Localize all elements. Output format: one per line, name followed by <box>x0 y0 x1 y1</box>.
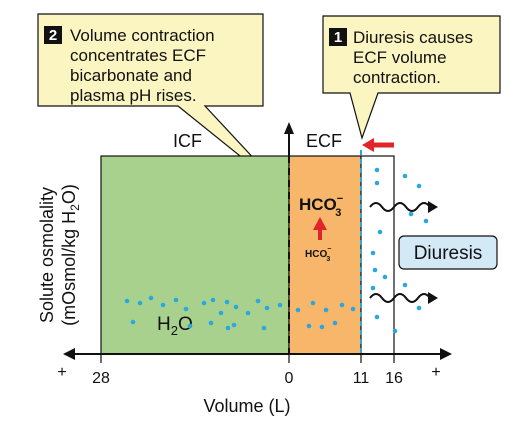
wavy-arrow-upper-head <box>428 201 438 213</box>
x-plus-right: + <box>431 364 440 381</box>
water-label: H2O <box>157 314 193 338</box>
solute-dot <box>374 167 380 173</box>
solute-dot <box>160 302 166 308</box>
solute-dot <box>319 324 325 330</box>
solute-dot <box>332 320 338 326</box>
callout-1: 1 Diuresis causes ECF volume contraction… <box>322 15 501 141</box>
wavy-arrow-lower-head <box>428 292 438 304</box>
callout-1-number: 1 <box>334 29 342 46</box>
lost-volume-region <box>360 155 395 355</box>
solute-dot <box>372 267 378 273</box>
callout-2-badge <box>44 26 62 44</box>
x-axis-right-arrowhead <box>440 348 452 360</box>
callout-1-badge <box>329 28 347 46</box>
icf-label: ICF <box>173 131 202 151</box>
solute-dot <box>231 322 237 328</box>
solute-dot <box>423 218 429 224</box>
solute-dot <box>402 173 408 179</box>
tick-label-0: 0 <box>285 370 294 387</box>
bicarbonate-label-large: HCO−3 <box>299 193 343 219</box>
contraction-arrow-head <box>362 138 374 152</box>
solute-dot <box>261 325 267 331</box>
tick-label-16: 16 <box>385 370 403 387</box>
solute-dot <box>124 298 130 304</box>
callout-1-line-2: ECF volume <box>353 48 447 67</box>
solute-dot <box>416 183 422 189</box>
callout-2-number: 2 <box>49 27 57 44</box>
bicarbonate-label-small: HCO−3 <box>305 246 331 263</box>
y-axis-title-line-1: Solute osmolality <box>37 187 57 323</box>
wavy-arrow-lower <box>369 293 431 303</box>
solute-dot <box>224 299 230 305</box>
solute-dot <box>208 320 214 326</box>
solute-dot <box>264 305 270 311</box>
increase-arrow-head <box>313 217 327 230</box>
callout-2-line-1: Volume contraction <box>70 26 215 45</box>
callout-1-line-1: Diuresis causes <box>353 28 473 47</box>
diuresis-label: Diuresis <box>414 243 483 264</box>
x-axis-left-arrowhead <box>63 348 75 360</box>
solute-dot <box>402 282 408 288</box>
solute-dot <box>408 211 414 217</box>
solute-dot <box>245 310 251 316</box>
solute-dot <box>173 297 179 303</box>
solute-dot <box>225 325 231 331</box>
solute-dot <box>183 306 189 312</box>
ecf-compartment <box>288 155 362 355</box>
tick-label-11: 11 <box>353 370 370 387</box>
solute-dot <box>130 319 136 325</box>
y-axis-title: Solute osmolality (mOsmol/kg H2O) <box>37 184 82 326</box>
diuresis-box <box>398 235 498 270</box>
solute-dot <box>306 323 312 329</box>
callout-2-line-2: concentrates ECF <box>70 46 206 65</box>
callout-2-line-4: plasma pH rises. <box>70 86 197 105</box>
x-plus-left: + <box>57 364 66 381</box>
solute-dot <box>392 328 398 334</box>
x-axis-title: Volume (L) <box>203 396 290 416</box>
solute-dot <box>201 300 207 306</box>
solute-dot <box>374 180 380 186</box>
callout-2-line-3: bicarbonate and <box>70 66 192 85</box>
solute-dot <box>277 302 283 308</box>
callout-1-line-3: contraction. <box>353 68 441 87</box>
solute-dot <box>218 310 224 316</box>
solute-dot <box>148 295 154 301</box>
solute-dot <box>137 300 143 306</box>
solute-dot <box>310 300 316 306</box>
solute-dot <box>295 307 301 313</box>
icf-compartment <box>100 155 290 355</box>
solute-dot <box>339 302 345 308</box>
solute-dot <box>382 274 388 280</box>
y-axis-title-line-2: (mOsmol/kg H2O) <box>59 184 82 326</box>
solute-dot <box>187 323 193 329</box>
solute-dot <box>323 307 329 313</box>
solute-dot <box>370 285 376 291</box>
solute-dot <box>255 298 261 304</box>
solute-dot <box>350 306 356 312</box>
solute-dot <box>233 304 239 310</box>
solute-dot <box>416 305 422 311</box>
solute-dot <box>370 250 376 256</box>
solute-dots <box>124 167 429 334</box>
solute-dot <box>374 314 380 320</box>
callout-2: 2 Volume contraction concentrates ECF bi… <box>37 13 287 194</box>
solute-dot <box>377 229 383 235</box>
vertical-axis-arrowhead <box>284 122 294 134</box>
solute-dot <box>210 297 216 303</box>
wavy-arrow-upper <box>369 202 431 212</box>
ecf-label: ECF <box>306 131 342 151</box>
tick-label-28: 28 <box>92 370 110 387</box>
